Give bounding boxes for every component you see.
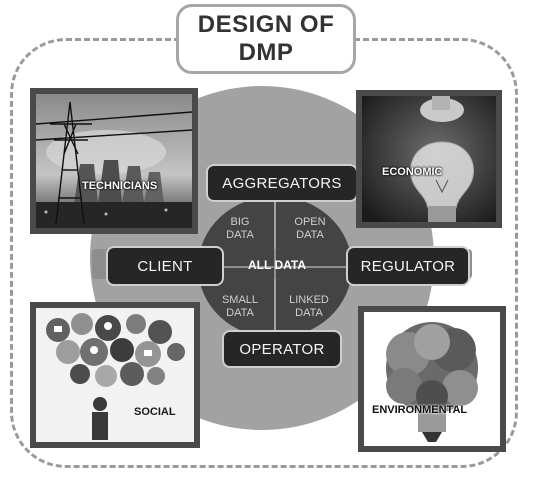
title-box: DESIGN OF DMP — [176, 4, 356, 74]
social-tile: SOCIAL — [30, 302, 200, 448]
operator-box: OPERATOR — [222, 330, 342, 368]
social-media-image — [36, 308, 194, 442]
power-plant-image — [36, 94, 192, 228]
environmental-tile: ENVIRONMENTAL — [358, 306, 506, 452]
quadrant-small-data-line2: DATA — [226, 307, 254, 319]
aggregators-box: AGGREGATORS — [206, 164, 358, 202]
quadrant-small-data-line1: SMALL — [221, 294, 259, 306]
environmental-label: ENVIRONMENTAL — [372, 404, 468, 416]
quadrant-big-data: BIG DATA — [198, 196, 274, 266]
quadrant-open-data-line2: DATA — [296, 229, 324, 241]
technicians-label: TECHNICIANS — [82, 180, 158, 192]
all-data-label: ALL DATA — [248, 258, 306, 272]
regulator-box: REGULATOR — [346, 246, 470, 286]
quadrant-open-data: OPEN DATA — [276, 196, 352, 266]
social-label: SOCIAL — [134, 406, 176, 418]
quadrant-linked-data-line1: LINKED — [289, 294, 329, 306]
economic-label: ECONOMIC — [382, 166, 443, 178]
quadrant-big-data-line1: BIG — [230, 216, 250, 228]
client-box: CLIENT — [106, 246, 224, 286]
quadrant-linked-data: LINKED DATA — [276, 268, 352, 338]
title-line1: DESIGN OF — [197, 11, 335, 38]
quadrant-linked-data-line2: DATA — [295, 307, 323, 319]
lightbulb-image — [362, 96, 496, 222]
quadrant-open-data-line1: OPEN — [294, 216, 326, 228]
technicians-tile: TECHNICIANS — [30, 88, 198, 234]
quadrant-big-data-line2: DATA — [226, 229, 254, 241]
title-line2: DMP — [238, 39, 294, 66]
tree-bulb-image — [364, 312, 500, 446]
economic-tile: ECONOMIC — [356, 90, 502, 228]
